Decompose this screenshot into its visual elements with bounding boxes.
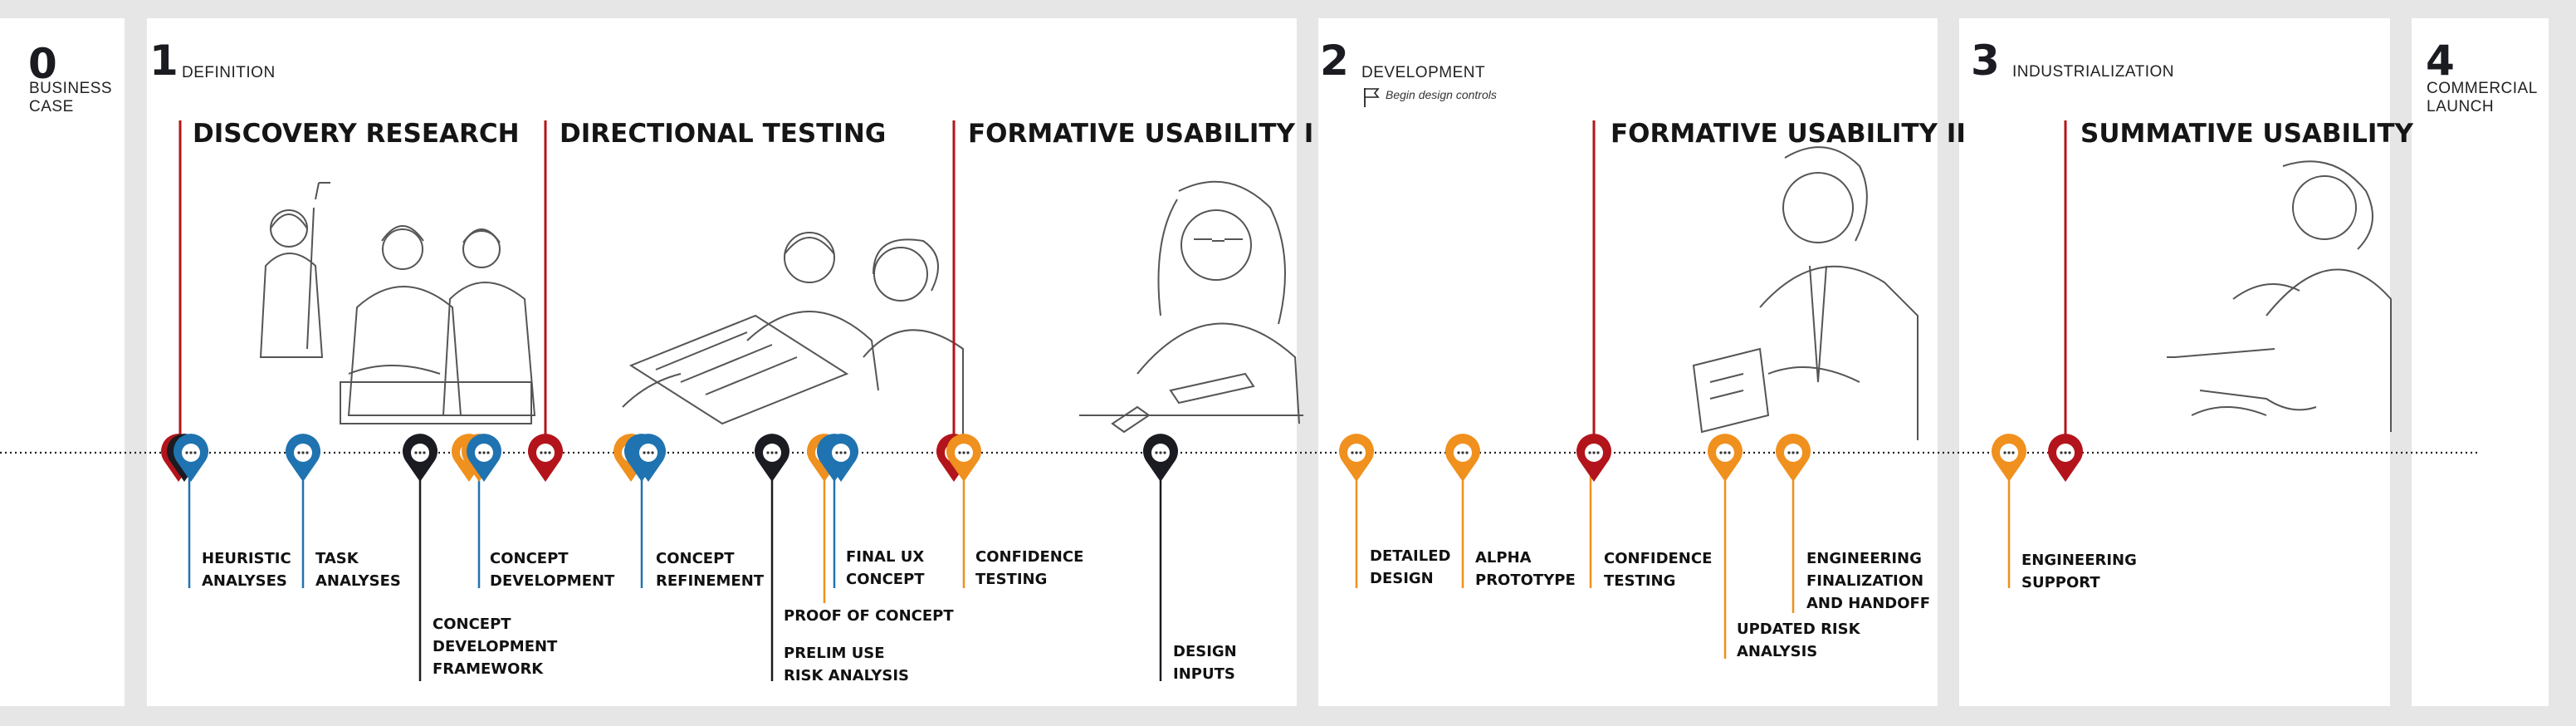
testing-session-illustration (614, 199, 971, 449)
milestone-pin-17 (946, 434, 981, 482)
milestone-label-task-analyses: TASK ANALYSES (315, 550, 401, 590)
milestone-pin-11 (631, 434, 666, 482)
milestone-pin-21 (1576, 434, 1611, 482)
phase-label-3: INDUSTRIALIZATION (2012, 63, 2174, 81)
phase-panel-3 (1959, 18, 2390, 706)
phase-panel-2 (1318, 18, 1938, 706)
phase-label-2: DEVELOPMENT (1361, 64, 1486, 81)
phase-panel-0 (0, 18, 125, 706)
user-with-device-illustration (1079, 166, 1303, 449)
milestone-label-heuristic-analyses: HEURISTIC ANALYSES (202, 550, 291, 590)
milestone-pin-4 (402, 434, 437, 482)
phase-panel-4 (2412, 18, 2549, 706)
stage-title-directional-testing: DIRECTIONAL TESTING (560, 119, 887, 149)
stage-title-formative-usability-1: FORMATIVE USABILITY I (968, 119, 1314, 149)
milestone-label-concept-development-framework: CONCEPT DEVELOPMENT FRAMEWORK (433, 616, 558, 678)
milestone-label-concept-development: CONCEPT DEVELOPMENT (490, 550, 615, 590)
milestone-label-prelim-use-risk-analysis: PRELIM USE RISK ANALYSIS (784, 645, 909, 684)
milestone-label-alpha-prototype: ALPHA PROTOTYPE (1475, 549, 1576, 589)
milestone-pin-8 (528, 434, 563, 482)
phase-panel-1 (147, 18, 1297, 706)
phase-label-4: COMMERCIAL LAUNCH (2427, 80, 2538, 115)
milestone-label-confidence-testing-2: CONFIDENCE TESTING (1604, 550, 1713, 590)
milestone-pin-12 (754, 434, 790, 482)
milestone-label-final-ux-concept: FINAL UX CONCEPT (846, 548, 925, 588)
phase-number-4: 4 (2426, 37, 2455, 85)
phase-number-1: 1 (149, 37, 178, 85)
milestone-pin-25 (2048, 434, 2083, 482)
stage-title-summative-usability: SUMMATIVE USABILITY (2080, 119, 2413, 149)
milestone-label-detailed-design: DETAILED DESIGN (1370, 547, 1451, 587)
phase-number-2: 2 (1320, 37, 1349, 85)
milestone-pin-2 (174, 434, 208, 482)
milestone-pin-23 (1776, 434, 1811, 482)
milestone-pin-18 (1142, 434, 1179, 482)
milestone-label-concept-refinement: CONCEPT REFINEMENT (656, 550, 765, 590)
stage-title-formative-usability-2: FORMATIVE USABILITY II (1611, 119, 1966, 149)
surgical-team-illustration (232, 182, 548, 432)
milestone-pin-7 (467, 434, 501, 482)
engineer-at-bench-illustration (1685, 141, 1943, 449)
clinician-with-syringe-illustration (2142, 150, 2399, 449)
milestone-pin-15 (824, 434, 858, 482)
design-controls-note: Begin design controls (1386, 88, 1497, 101)
stage-title-discovery-research: DISCOVERY RESEARCH (193, 119, 520, 149)
phase-label-0: BUSINESS CASE (29, 80, 113, 115)
milestone-label-confidence-testing-1: CONFIDENCE TESTING (975, 548, 1084, 588)
milestone-label-proof-of-concept: PROOF OF CONCEPT (784, 607, 954, 625)
milestone-pin-3 (286, 434, 320, 482)
phase-number-3: 3 (1971, 37, 2000, 85)
flag-icon (1364, 88, 1380, 107)
milestone-label-updated-risk-analysis: UPDATED RISK ANALYSIS (1737, 621, 1860, 660)
milestone-pin-19 (1339, 434, 1374, 482)
milestone-label-engineering-finalization: ENGINEERING FINALIZATION AND HANDOFF (1806, 550, 1931, 612)
milestone-label-design-inputs: DESIGN INPUTS (1173, 643, 1237, 683)
milestone-label-engineering-support: ENGINEERING SUPPORT (2021, 552, 2137, 591)
milestone-pin-24 (1992, 434, 2026, 482)
phase-number-0: 0 (28, 40, 57, 88)
phase-label-1: DEFINITION (182, 64, 276, 81)
milestone-pin-20 (1445, 434, 1481, 482)
milestone-pin-22 (1707, 434, 1743, 482)
